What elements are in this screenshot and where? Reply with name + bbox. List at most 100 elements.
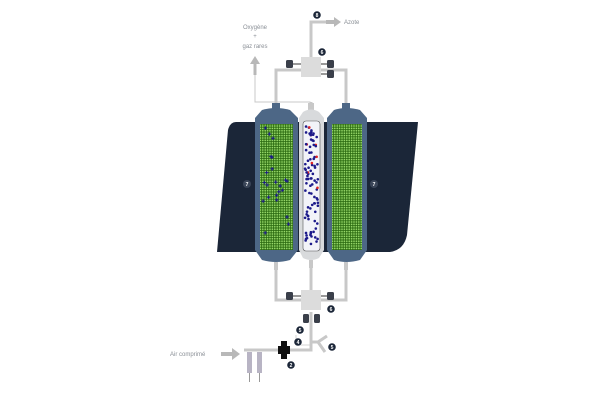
molecule bbox=[315, 240, 318, 243]
sieve-grid-right bbox=[332, 124, 362, 250]
svg-text:7: 7 bbox=[373, 182, 376, 188]
bottom-valve-block[interactable] bbox=[286, 290, 334, 323]
adsorbed-molecule bbox=[267, 132, 272, 136]
adsorbed-oxygen-marks bbox=[261, 126, 291, 235]
molecule bbox=[307, 166, 310, 170]
molecule bbox=[310, 151, 313, 154]
molecule bbox=[312, 143, 316, 147]
adsorbed-molecule bbox=[285, 215, 289, 219]
adsorbed-molecule bbox=[270, 167, 274, 171]
molecule bbox=[309, 184, 312, 188]
molecule bbox=[304, 168, 307, 172]
marker-5-drain: 5 bbox=[328, 343, 336, 351]
marker-2: 2 bbox=[287, 361, 295, 369]
molecule bbox=[306, 174, 309, 178]
molecule bbox=[312, 230, 315, 234]
molecule bbox=[304, 189, 307, 192]
adsorbed-molecule bbox=[274, 193, 279, 197]
molecule bbox=[305, 210, 309, 213]
molecule bbox=[313, 195, 316, 199]
molecule bbox=[305, 171, 308, 174]
top-valve-block[interactable] bbox=[286, 57, 334, 78]
molecule bbox=[309, 169, 313, 173]
adsorbed-molecule bbox=[286, 222, 291, 226]
molecule bbox=[315, 135, 319, 139]
adsorbed-molecule bbox=[263, 231, 268, 235]
molecule bbox=[315, 222, 319, 225]
svg-text:7: 7 bbox=[246, 182, 249, 188]
adsorbed-molecule bbox=[269, 154, 273, 159]
nitrogen-arrow-icon bbox=[326, 17, 341, 27]
molecule bbox=[313, 201, 316, 205]
molecule bbox=[315, 155, 318, 159]
molecule bbox=[309, 132, 313, 135]
molecule bbox=[306, 206, 310, 209]
molecule bbox=[316, 237, 319, 241]
inlet-valve[interactable] bbox=[278, 341, 290, 359]
adsorbed-molecule bbox=[263, 126, 268, 130]
molecule bbox=[316, 186, 319, 190]
marker-7-left: 7 bbox=[243, 180, 251, 188]
rare-gases-label: gaz rares bbox=[242, 44, 267, 50]
adsorbed-molecule bbox=[274, 198, 279, 202]
molecule bbox=[305, 177, 308, 181]
adsorbed-molecule bbox=[277, 189, 281, 194]
molecule bbox=[311, 133, 315, 137]
molecule bbox=[309, 177, 313, 180]
molecule bbox=[304, 131, 308, 134]
svg-text:2: 2 bbox=[290, 363, 293, 369]
adsorbed-molecule bbox=[262, 180, 267, 185]
adsorbed-molecule bbox=[266, 195, 271, 199]
svg-text:5: 5 bbox=[299, 328, 302, 334]
molecule bbox=[314, 227, 318, 230]
molecule bbox=[316, 204, 320, 207]
molecule bbox=[313, 179, 316, 182]
molecule bbox=[308, 191, 311, 195]
molecule bbox=[309, 207, 312, 210]
oxygen-arrow-icon bbox=[250, 56, 260, 75]
adsorbed-molecule bbox=[265, 183, 269, 187]
molecule bbox=[308, 145, 312, 149]
molecule bbox=[304, 125, 308, 128]
molecule bbox=[313, 164, 316, 168]
molecule bbox=[316, 162, 319, 166]
adsorbed-molecule bbox=[280, 188, 285, 193]
separation-column-middle bbox=[299, 103, 324, 268]
molecule bbox=[313, 236, 317, 239]
oxygen-plus: + bbox=[253, 34, 257, 40]
molecule bbox=[310, 192, 313, 195]
gas-molecules bbox=[303, 125, 320, 246]
svg-text:6: 6 bbox=[321, 50, 324, 56]
molecule bbox=[310, 183, 314, 186]
oxygen-outlet-line bbox=[254, 72, 311, 108]
marker-4: 4 bbox=[294, 338, 302, 346]
molecule bbox=[311, 139, 314, 142]
adsorbed-molecule bbox=[278, 184, 282, 188]
nitrogen-label: Azote bbox=[344, 20, 360, 26]
molecule bbox=[316, 198, 319, 201]
marker-7-right: 7 bbox=[370, 180, 378, 188]
svg-text:5: 5 bbox=[331, 345, 334, 351]
molecule bbox=[309, 242, 313, 246]
molecule bbox=[316, 177, 320, 181]
molecule bbox=[303, 216, 307, 220]
svg-text:8: 8 bbox=[316, 13, 319, 19]
molecule bbox=[316, 201, 320, 205]
molecule bbox=[307, 126, 311, 129]
molecule bbox=[313, 219, 317, 223]
molecule bbox=[305, 181, 308, 185]
adsorbed-molecule bbox=[264, 170, 269, 175]
adsorbed-molecule bbox=[271, 136, 275, 141]
marker-5-bypass: 5 bbox=[296, 326, 304, 334]
molecule bbox=[304, 148, 308, 152]
molecule bbox=[309, 233, 312, 237]
molecule bbox=[310, 163, 314, 167]
filters bbox=[247, 352, 262, 382]
svg-text:4: 4 bbox=[297, 340, 300, 346]
molecule bbox=[305, 234, 308, 237]
molecule bbox=[315, 181, 318, 184]
molecule bbox=[306, 159, 310, 163]
molecule bbox=[311, 172, 315, 176]
marker-6-bottom: 6 bbox=[327, 305, 335, 313]
